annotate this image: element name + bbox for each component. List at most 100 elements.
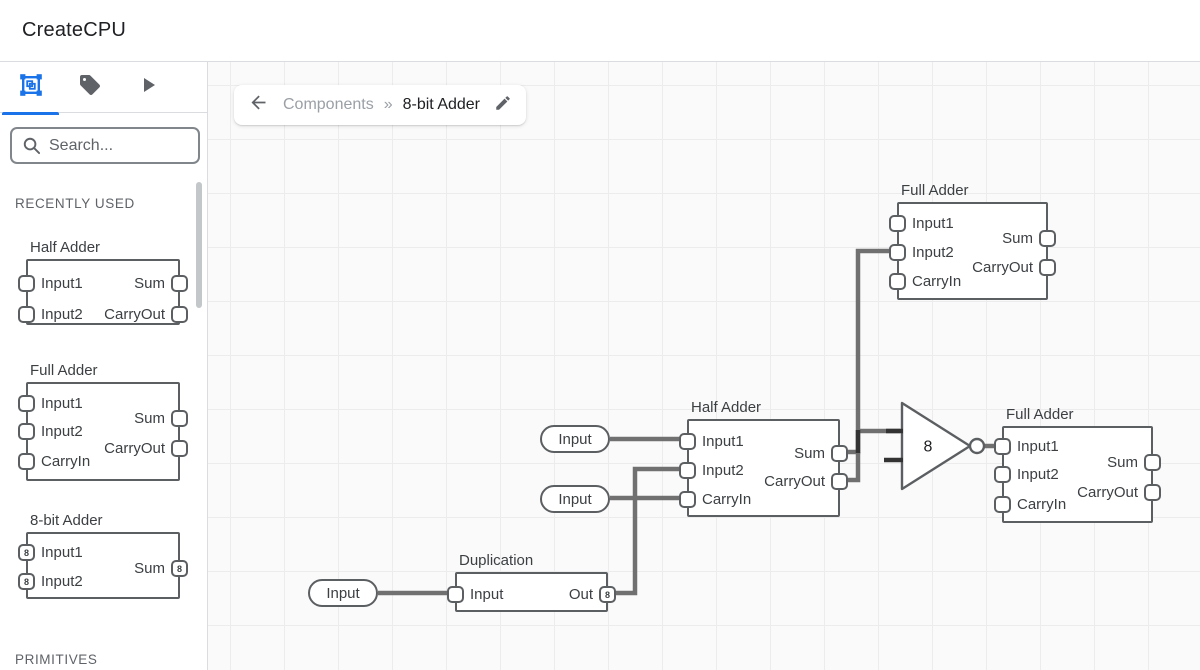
- input-pin[interactable]: [679, 462, 696, 479]
- input-pin[interactable]: [18, 275, 35, 292]
- input-pin[interactable]: [18, 395, 35, 412]
- wire-layer: 8: [378, 248, 996, 596]
- output-pin[interactable]: [171, 410, 188, 427]
- output-pin[interactable]: [1144, 454, 1161, 471]
- output-pin[interactable]: [171, 306, 188, 323]
- breadcrumb-separator: »: [383, 96, 393, 113]
- search-input[interactable]: [49, 136, 198, 155]
- pin-label: Input1: [1017, 438, 1059, 455]
- output-pin[interactable]: [831, 473, 848, 490]
- component-title: Half Adder: [691, 399, 762, 416]
- pin-label: CarryIn: [702, 491, 752, 508]
- wire[interactable]: [847, 248, 891, 455]
- pin-label: Input1: [702, 433, 744, 450]
- output-pin[interactable]: [1144, 484, 1161, 501]
- pin-label: Input1: [912, 215, 954, 232]
- pin-label: Sum: [134, 560, 165, 577]
- output-pin[interactable]: 8: [599, 586, 616, 603]
- output-pin[interactable]: [1039, 259, 1056, 276]
- output-pin[interactable]: 8: [171, 560, 188, 577]
- pin-label: Input2: [41, 573, 83, 590]
- gate-output-bubble[interactable]: [968, 437, 986, 455]
- input-pin[interactable]: 8: [18, 544, 35, 561]
- search-box[interactable]: [10, 127, 200, 164]
- wire[interactable]: [847, 452, 861, 483]
- tag-icon: [78, 73, 102, 102]
- input-pin[interactable]: [994, 496, 1011, 513]
- wire[interactable]: [616, 466, 681, 596]
- input-pin[interactable]: [18, 306, 35, 323]
- search-icon: [22, 136, 41, 155]
- input-pin[interactable]: 8: [18, 573, 35, 590]
- input-pin[interactable]: [18, 453, 35, 470]
- pin-label: CarryOut: [1077, 484, 1138, 501]
- section-label: RECENTLY USED: [15, 196, 135, 211]
- edit-name-button[interactable]: [494, 94, 512, 117]
- pin-label: Sum: [794, 445, 825, 462]
- component-title: Half Adder: [30, 239, 101, 256]
- input-pin[interactable]: [679, 491, 696, 508]
- pin-label: Input2: [41, 306, 83, 323]
- pin-label: Input2: [41, 423, 83, 440]
- app-header: CreateCPU: [0, 0, 1200, 62]
- arrow-left-icon: [248, 92, 269, 118]
- component-title: Full Adder: [30, 362, 98, 379]
- component-title: Full Adder: [1006, 406, 1074, 423]
- output-pin[interactable]: [1039, 230, 1056, 247]
- bus-buffer-gate[interactable]: [900, 401, 972, 491]
- input-pin[interactable]: [889, 273, 906, 290]
- input-pin[interactable]: [889, 215, 906, 232]
- pin-label: Out: [568, 586, 593, 603]
- back-button[interactable]: [248, 92, 269, 118]
- play-icon: [136, 73, 160, 102]
- component-title: Duplication: [459, 552, 534, 569]
- pin-label: Input1: [41, 395, 83, 412]
- tab-run[interactable]: [119, 62, 177, 113]
- pin-label: Sum: [134, 275, 165, 292]
- pin-label: Input2: [702, 462, 744, 479]
- gate-width-label: 8: [924, 439, 933, 456]
- output-pin[interactable]: [171, 275, 188, 292]
- tab-tags[interactable]: [61, 62, 119, 113]
- tab-components[interactable]: [2, 62, 60, 115]
- pin-label: CarryOut: [104, 440, 165, 457]
- input-pill-1[interactable]: Input: [540, 425, 610, 453]
- breadcrumb-parent[interactable]: Components: [283, 96, 374, 113]
- breadcrumb: Components » 8-bit Adder: [234, 85, 527, 125]
- pin-label: Sum: [1107, 454, 1138, 471]
- input-pill-2[interactable]: Input: [540, 485, 610, 513]
- pin-label: CarryIn: [1017, 496, 1067, 513]
- sidebar-scrollbar[interactable]: [196, 182, 202, 308]
- breadcrumb-current: 8-bit Adder: [402, 96, 481, 113]
- active-tab-indicator: [2, 112, 59, 115]
- section-label: PRIMITIVES: [15, 652, 98, 667]
- input-pin[interactable]: [889, 244, 906, 261]
- input-pin[interactable]: [994, 466, 1011, 483]
- pin-label: Input2: [1017, 466, 1059, 483]
- output-pin[interactable]: [171, 440, 188, 457]
- pin-label: CarryOut: [764, 473, 825, 490]
- pin-label: Input2: [912, 244, 954, 261]
- input-pill-3[interactable]: Input: [308, 579, 378, 607]
- pin-label: CarryIn: [912, 273, 962, 290]
- input-pin[interactable]: [18, 423, 35, 440]
- output-pin[interactable]: [831, 445, 848, 462]
- pin-label: Input1: [41, 275, 83, 292]
- app-title: CreateCPU: [22, 19, 127, 41]
- component-title: Full Adder: [901, 182, 969, 199]
- input-pin[interactable]: [994, 438, 1011, 455]
- component-icon: [19, 73, 43, 102]
- input-pin[interactable]: [679, 433, 696, 450]
- pin-label: Input1: [41, 544, 83, 561]
- input-pin[interactable]: [447, 586, 464, 603]
- pin-label: Input: [470, 586, 504, 603]
